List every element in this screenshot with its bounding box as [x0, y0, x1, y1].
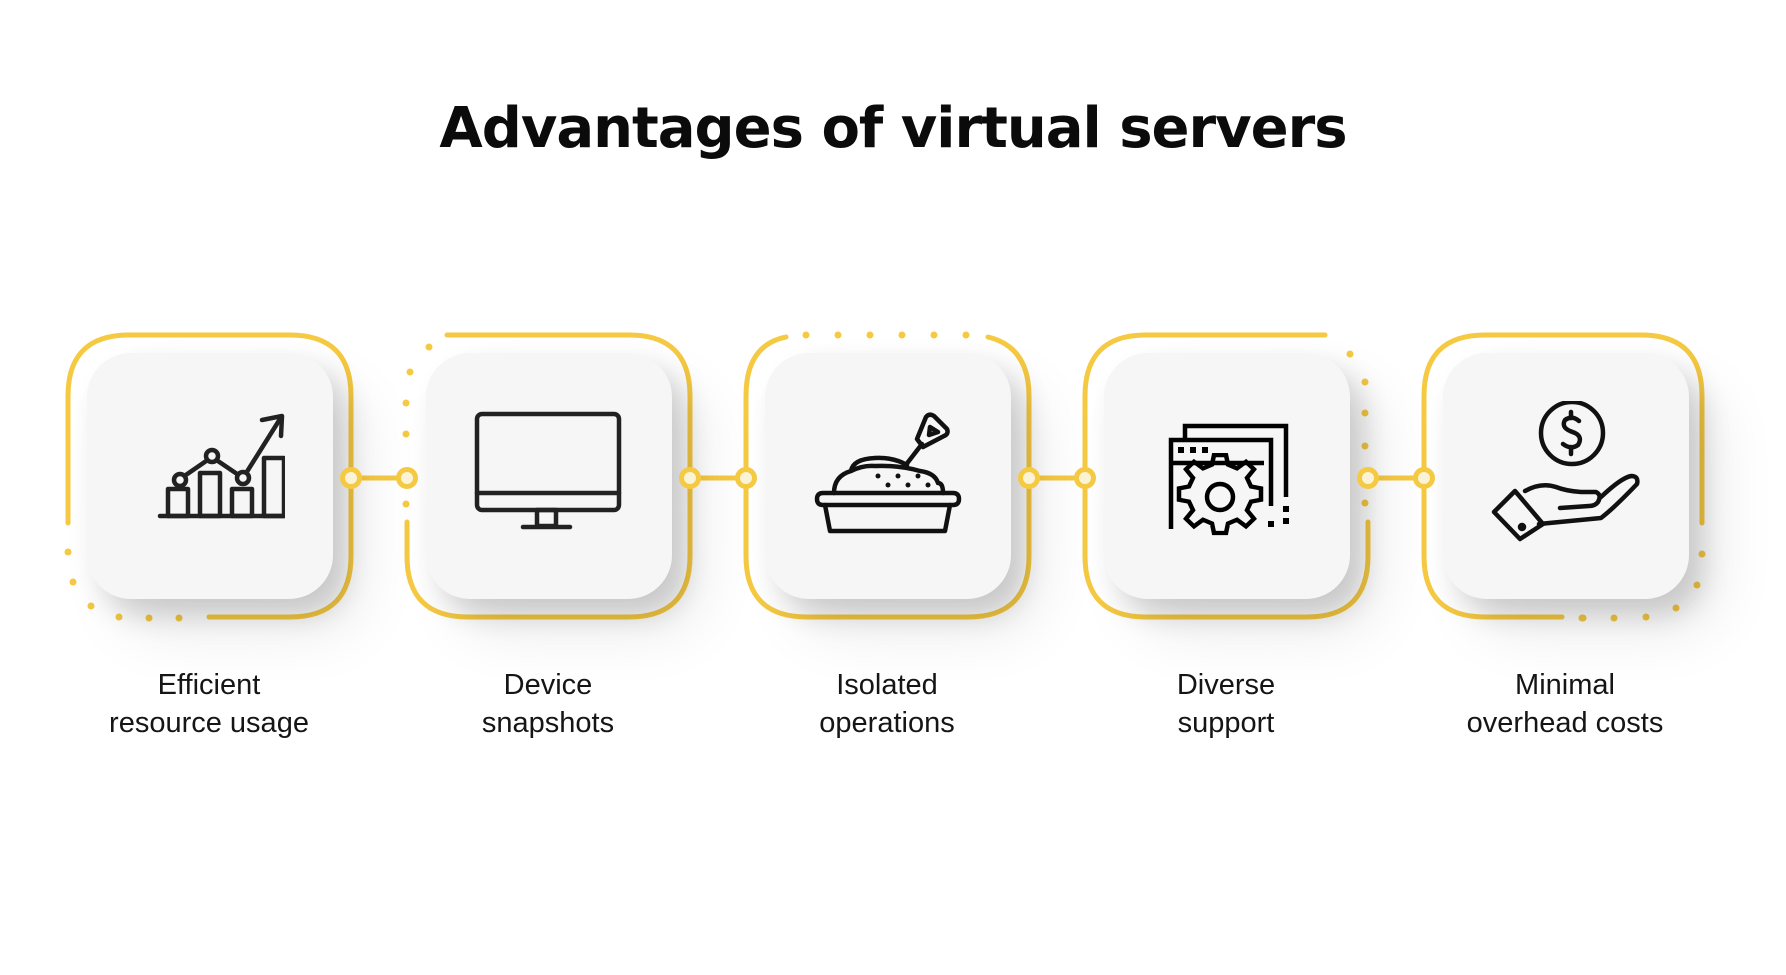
label-line-1: Device — [503, 669, 593, 701]
connector-node — [1357, 467, 1379, 489]
connector-node — [396, 467, 418, 489]
frame-5-solid — [1421, 332, 1705, 620]
connector-node — [1413, 467, 1435, 489]
frame-1-solid — [65, 332, 354, 620]
connector-node — [1074, 467, 1096, 489]
hand-coin-icon — [1491, 401, 1640, 542]
label-diverse-support: Diverse support — [1056, 666, 1396, 742]
connector-node — [735, 467, 757, 489]
frame-4-solid — [1082, 332, 1371, 620]
label-efficient-resource-usage: Efficient resource usage — [39, 666, 379, 742]
window-gear-icon — [1168, 423, 1289, 536]
sandbox-icon — [814, 412, 962, 534]
label-line-2: support — [1177, 707, 1275, 739]
card-diverse-support — [1104, 353, 1350, 599]
label-line-2: operations — [819, 707, 955, 739]
label-line-2: overhead costs — [1466, 707, 1664, 739]
card-device-snapshots — [426, 353, 672, 599]
label-isolated-operations: Isolated operations — [717, 666, 1057, 742]
card-efficient-resource-usage — [87, 353, 333, 599]
label-line-1: Diverse — [1176, 669, 1276, 701]
card-isolated-operations — [765, 353, 1011, 599]
page-title: Advantages of virtual servers — [439, 96, 1347, 161]
card-minimal-overhead-costs — [1443, 353, 1689, 599]
frame-2-solid — [404, 332, 693, 620]
frame-3-solid — [743, 334, 1032, 620]
monitor-icon — [474, 411, 622, 530]
label-line-2: snapshots — [481, 707, 615, 739]
connector-node — [679, 467, 701, 489]
label-line-2: resource usage — [109, 707, 309, 739]
frame-dots — [64, 331, 1706, 622]
connector-node — [1018, 467, 1040, 489]
label-line-1: Minimal — [1515, 669, 1615, 701]
label-line-1: Isolated — [836, 669, 938, 701]
label-device-snapshots: Device snapshots — [378, 666, 718, 742]
growth-chart-icon — [157, 413, 285, 519]
label-minimal-overhead-costs: Minimal overhead costs — [1395, 666, 1735, 742]
label-line-1: Efficient — [157, 669, 261, 701]
connector-node — [340, 467, 362, 489]
